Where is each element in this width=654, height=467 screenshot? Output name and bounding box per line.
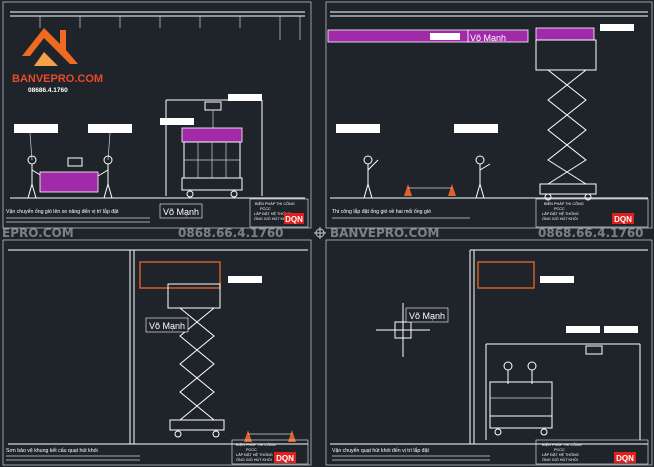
safety-cone-icon [244,430,252,442]
brand-logo: BANVEPRO.COM 08686.4.1760 [12,28,103,94]
label-box [88,124,132,133]
label-box [566,326,600,333]
title-block: BIỆN PHÁP THI CÔNG PCCC LẮP ĐẶT HỆ THỐNG… [535,198,649,228]
title-block: BIỆN PHÁP THI CÔNG PCCC LẮP ĐẶT HỆ THỐNG… [249,198,309,228]
svg-text:BIỆN PHÁP THI CÔNG: BIỆN PHÁP THI CÔNG [544,201,584,206]
worker-label: Võ Mạnh [163,207,199,217]
svg-text:ỐNG GIÓ HÚT KHÓI: ỐNG GIÓ HÚT KHÓI [254,216,290,221]
stamp-badge [274,452,296,463]
label-box [228,94,262,101]
svg-text:BIỆN PHÁP THI CÔNG: BIỆN PHÁP THI CÔNG [236,442,276,447]
panel-caption: Thi công lắp đặt ống gió về hai mối ống … [332,208,431,215]
title-block: BIỆN PHÁP THI CÔNG PCCC LẮP ĐẶT HỆ THỐNG… [231,439,309,465]
house-logo-icon [22,28,78,64]
svg-text:DQN: DQN [276,454,294,463]
svg-text:BIỆN PHÁP THI CÔNG: BIỆN PHÁP THI CÔNG [255,201,295,206]
svg-text:BIỆN PHÁP THI CÔNG: BIỆN PHÁP THI CÔNG [542,442,582,447]
worker-label: Võ Mạnh [149,321,185,331]
watermark-brand-center: BANVEPRO.COM [330,226,439,240]
duct-segment [39,171,99,193]
svg-text:ỐNG GIÓ HÚT KHÓI: ỐNG GIÓ HÚT KHÓI [236,457,272,462]
label-box [228,276,262,283]
panel-caption: Vận chuyển quạt hút khói đến vị trí lắp … [332,447,429,454]
watermark-phone-right: 0868.66.4.1760 [538,226,644,240]
stamp-badge [612,213,634,224]
safety-cone-icon [404,184,412,196]
svg-text:PCCC: PCCC [554,207,565,211]
scissor-lift [535,39,597,201]
label-box [600,24,634,31]
panel-4-frame [325,239,653,466]
svg-text:LẮP ĐẶT HỆ THỐNG: LẮP ĐẶT HỆ THỐNG [542,211,579,216]
brand-phone: 08686.4.1760 [28,87,68,94]
panel-2: Võ Mạnh [327,11,649,228]
label-box [430,33,460,40]
worker-figure [503,361,513,384]
label-box [14,124,58,133]
svg-text:LẮP ĐẶT HỆ THỐNG: LẮP ĐẶT HỆ THỐNG [236,452,273,457]
scissor-lift [167,283,225,438]
svg-text:DQN: DQN [285,215,303,224]
panel-1-frame [2,1,312,229]
duct-segment [467,29,529,43]
crosshair-icon [376,303,430,357]
watermark-strip: EPRO.COM 0868.66.4.1760 BANVEPRO.COM 086… [2,226,644,240]
worker-figure [527,361,537,384]
stamp-badge [284,213,304,224]
worker-label-box [405,307,449,323]
worker-figure [475,155,491,199]
panel-3-frame [2,239,312,466]
fan-frame [139,261,221,289]
scissor-lift [165,99,263,198]
safety-cone-icon [288,430,296,442]
ceiling-hangers [39,16,301,40]
crosshair-icon [314,227,326,239]
label-box [336,124,380,133]
worker-label-box [145,317,189,333]
panel-1: Võ Mạnh Vận chuyển ống gió lên xe nâng đ… [6,11,309,228]
label-box [604,326,638,333]
worker-figure [363,155,379,199]
worker-label-box [159,203,203,219]
panel-4: Võ Mạnh Vận chuyển quạt hút khói đến vị … [330,249,649,465]
safety-cone-icon [448,184,456,196]
label-box [67,157,83,167]
watermark-phone-center: 0868.66.4.1760 [178,226,284,240]
panel-2-frame [325,1,653,229]
svg-text:LẮP ĐẶT HỆ THỐNG: LẮP ĐẶT HỆ THỐNG [254,211,291,216]
panel-caption: Vận chuyển ống gió lên xe nâng đến vị tr… [6,208,119,215]
svg-text:ỐNG GIÓ HÚT KHÓI: ỐNG GIÓ HÚT KHÓI [542,457,578,462]
svg-text:LẮP ĐẶT HỆ THỐNG: LẮP ĐẶT HỆ THỐNG [542,452,579,457]
panel-caption: Sơn bảo vệ khung kết cấu quạt hút khói [6,448,98,454]
svg-text:PCCC: PCCC [554,448,565,452]
svg-text:DQN: DQN [614,215,632,224]
label-box [540,276,574,283]
label-box [454,124,498,133]
brand-name: BANVEPRO.COM [12,73,103,85]
watermark-left: EPRO.COM [2,226,74,240]
panel-3: Võ Mạnh Sơn bảo vệ khung kết cấu quạt hú… [6,249,309,465]
worker-label: Võ Mạnh [409,311,445,321]
svg-text:DQN: DQN [616,454,634,463]
svg-text:ỐNG GIÓ HÚT KHÓI: ỐNG GIÓ HÚT KHÓI [542,216,578,221]
duct-segment [181,127,243,143]
worker-label: Võ Mạnh [470,33,506,43]
label-box [160,118,194,125]
fan-frame [477,261,535,289]
stamp-badge [614,452,636,463]
svg-text:PCCC: PCCC [246,448,257,452]
title-block: BIỆN PHÁP THI CÔNG PCCC LẮP ĐẶT HỆ THỐNG… [535,439,649,465]
duct-segment [535,27,595,41]
scissor-lift [485,343,641,440]
svg-text:PCCC: PCCC [260,207,271,211]
worker-figure [97,155,113,199]
